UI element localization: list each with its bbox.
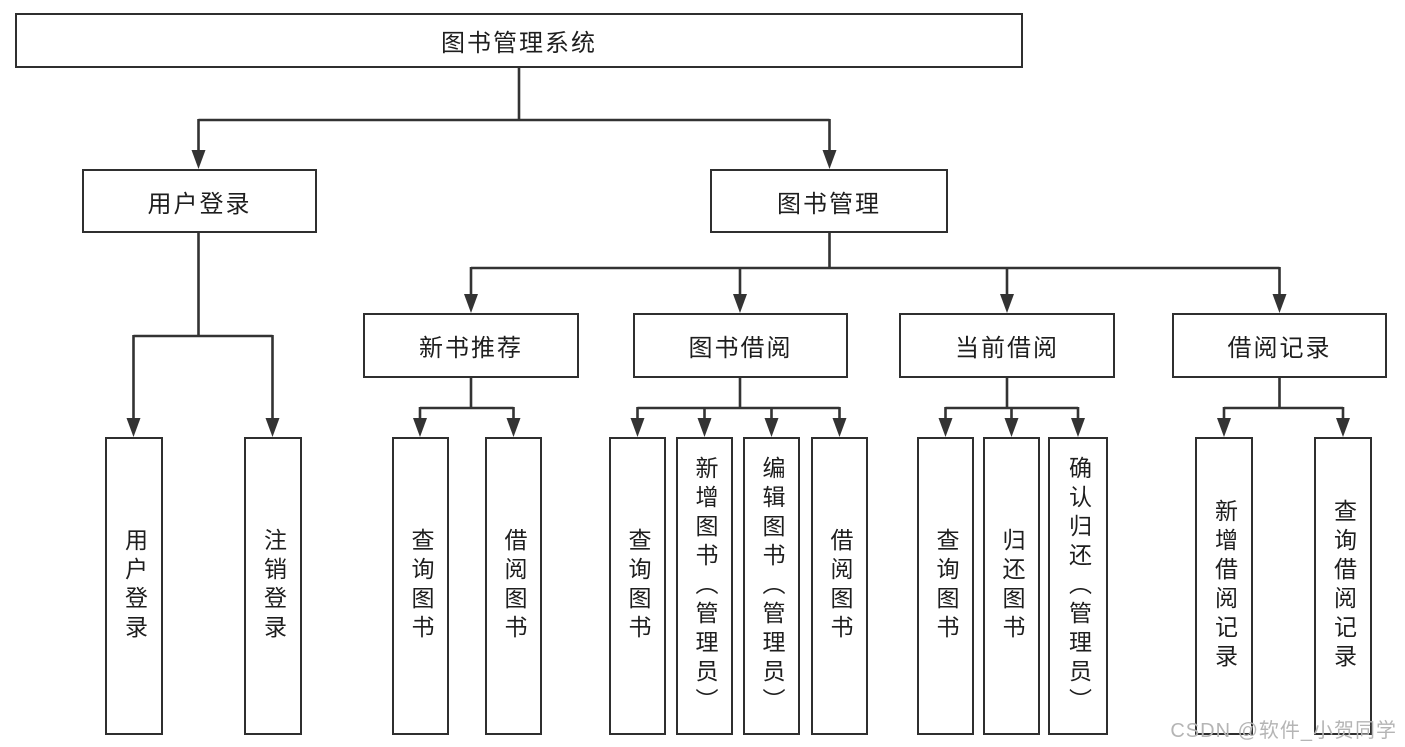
- leaf-user-login: 用户登录: [105, 437, 163, 735]
- node-book-management-label: 图书管理: [777, 190, 881, 218]
- leaf-add-books-admin-label: 新增图书（管理员）: [692, 455, 718, 717]
- arrowheads: [126, 150, 1350, 437]
- node-user-login-label: 用户登录: [147, 190, 252, 218]
- leaf-return-books-label: 归还图书: [999, 528, 1025, 644]
- leaf-borrow-books: 借阅图书: [811, 437, 868, 735]
- node-current-borrow-label: 当前借阅: [955, 335, 1059, 362]
- node-book-borrow-label: 图书借阅: [688, 335, 793, 362]
- node-root: 图书管理系统: [15, 13, 1023, 68]
- leaf-borrow-books-recommend: 借阅图书: [485, 437, 542, 735]
- node-new-book-recommend: 新书推荐: [363, 313, 579, 378]
- leaf-return-books: 归还图书: [983, 437, 1040, 735]
- leaf-confirm-return-admin: 确认归还（管理员）: [1048, 437, 1108, 735]
- leaf-borrow-books-recommend-label: 借阅图书: [501, 528, 527, 644]
- leaf-query-borrow-record-label: 查询借阅记录: [1330, 499, 1357, 673]
- leaf-borrow-books-label: 借阅图书: [827, 528, 853, 644]
- node-new-book-recommend-label: 新书推荐: [419, 335, 523, 362]
- leaf-user-login-label: 用户登录: [121, 528, 148, 644]
- leaf-logout: 注销登录: [244, 437, 302, 735]
- leaf-add-borrow-record: 新增借阅记录: [1195, 437, 1253, 735]
- node-book-borrow: 图书借阅: [633, 313, 848, 378]
- leaf-edit-books-admin: 编辑图书（管理员）: [743, 437, 800, 735]
- leaf-query-books-recommend: 查询图书: [392, 437, 449, 735]
- leaf-query-borrow-record: 查询借阅记录: [1314, 437, 1372, 735]
- leaf-query-books-current-label: 查询图书: [933, 528, 959, 644]
- watermark: CSDN @软件_小贺同学: [1170, 720, 1397, 742]
- node-current-borrow: 当前借阅: [899, 313, 1115, 378]
- leaf-confirm-return-admin-label: 确认归还（管理员）: [1065, 455, 1092, 717]
- leaf-logout-label: 注销登录: [260, 528, 287, 644]
- leaf-query-books-recommend-label: 查询图书: [408, 528, 434, 644]
- node-root-label: 图书管理系统: [441, 30, 597, 57]
- node-book-management: 图书管理: [710, 169, 948, 233]
- leaf-query-books-borrow: 查询图书: [609, 437, 666, 735]
- node-borrow-records: 借阅记录: [1172, 313, 1387, 378]
- leaf-query-books-current: 查询图书: [917, 437, 974, 735]
- node-borrow-records-label: 借阅记录: [1227, 335, 1332, 362]
- leaf-add-borrow-record-label: 新增借阅记录: [1211, 499, 1238, 673]
- node-user-login: 用户登录: [82, 169, 317, 233]
- leaf-add-books-admin: 新增图书（管理员）: [676, 437, 733, 735]
- leaf-query-books-borrow-label: 查询图书: [625, 528, 651, 644]
- leaf-edit-books-admin-label: 编辑图书（管理员）: [759, 455, 785, 717]
